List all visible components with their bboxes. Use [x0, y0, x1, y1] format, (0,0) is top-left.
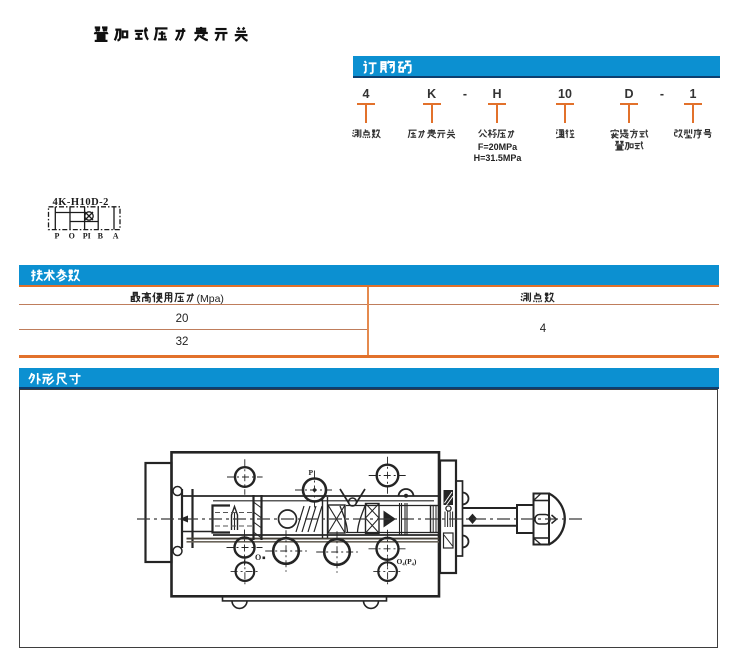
- svg-text:PI: PI: [83, 232, 91, 241]
- svg-text:O₄(P₄): O₄(P₄): [397, 557, 417, 566]
- svg-text:O: O: [255, 553, 261, 562]
- svg-text:P: P: [55, 232, 60, 241]
- svg-text:4K-H10D-2: 4K-H10D-2: [53, 197, 109, 208]
- svg-text:(Mpa): (Mpa): [197, 293, 224, 305]
- svg-text:B: B: [98, 232, 104, 241]
- svg-text:O: O: [69, 232, 75, 241]
- svg-text:A: A: [113, 232, 119, 241]
- svg-text:P: P: [309, 468, 314, 477]
